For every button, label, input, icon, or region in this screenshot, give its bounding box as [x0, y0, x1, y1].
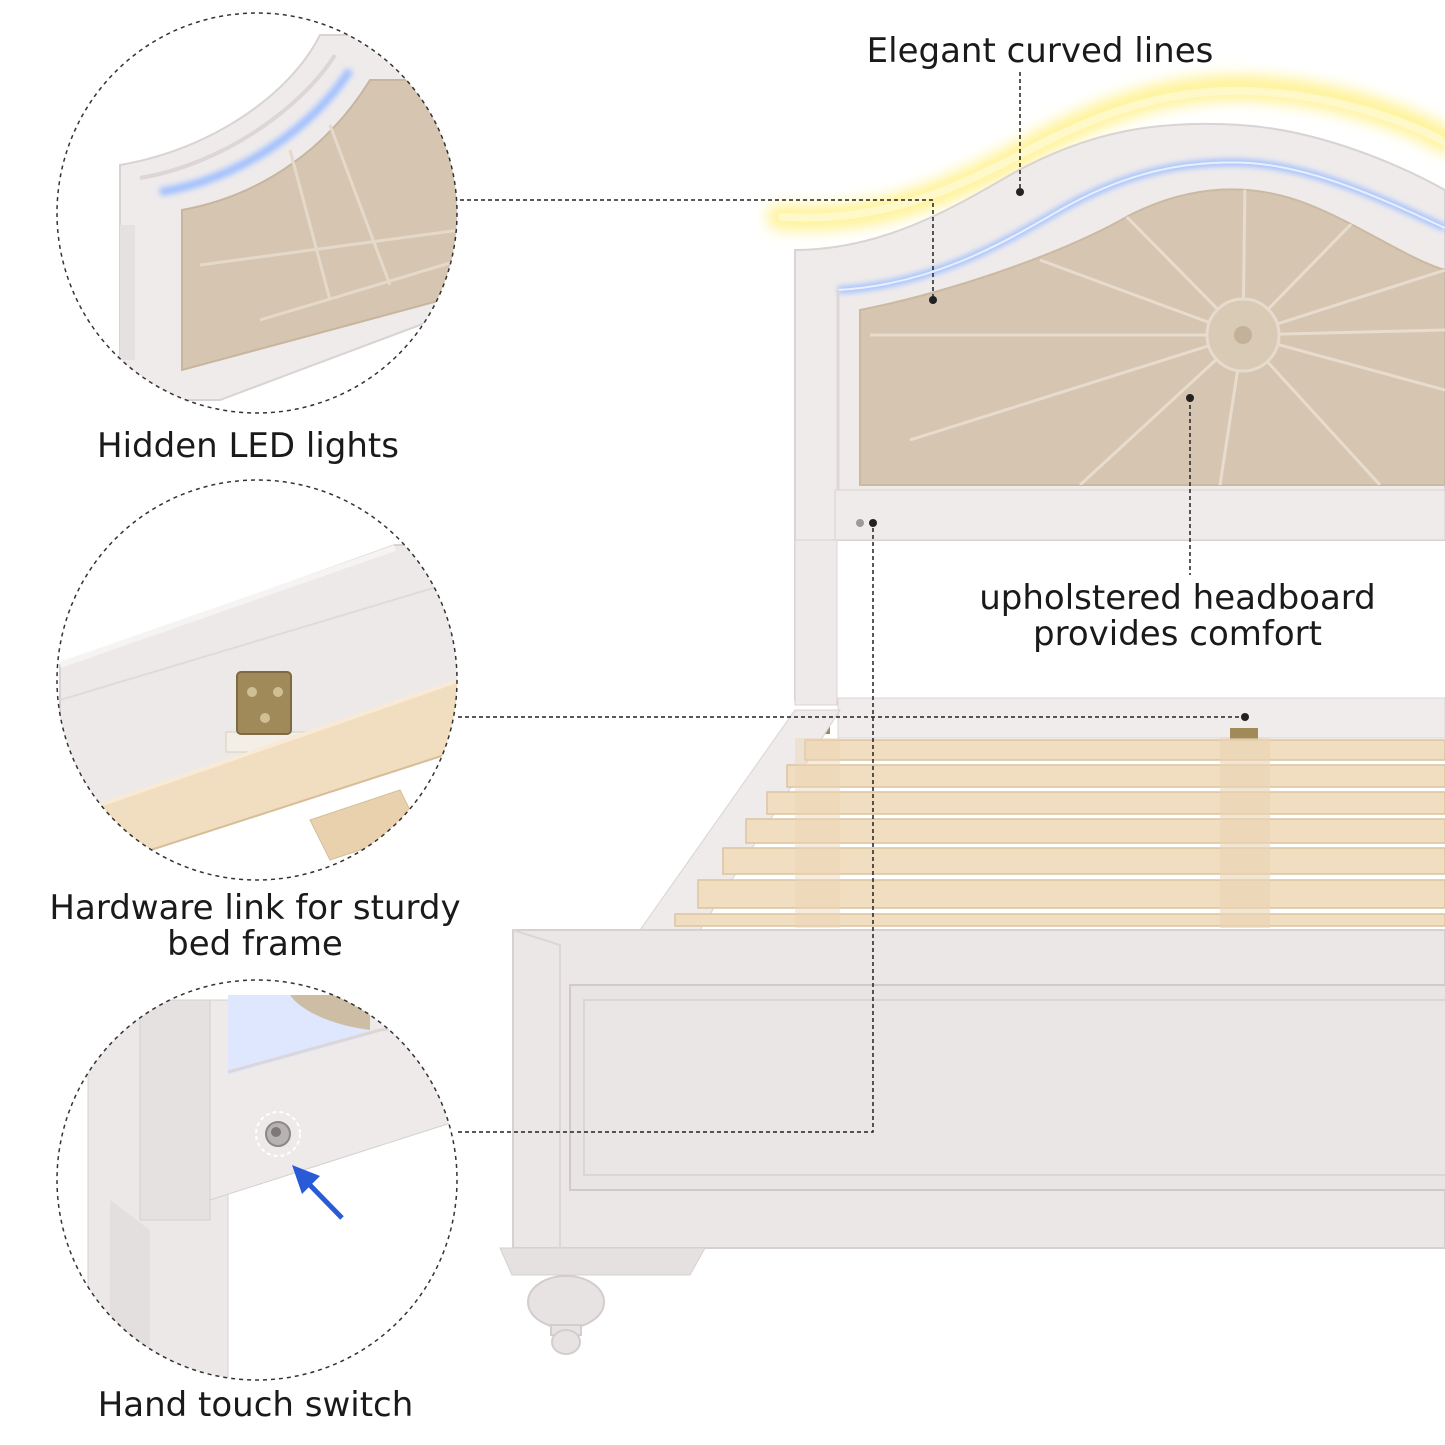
bracket-right: [1230, 728, 1258, 740]
leader-dots: [869, 188, 1249, 721]
label-hardware-line1: Hardware link for sturdy: [49, 888, 461, 928]
slats: [674, 738, 1445, 928]
label-upholstered-line2: provides comfort: [1033, 614, 1322, 654]
leader-led: [460, 199, 934, 300]
label-hand-touch-switch: Hand touch switch: [88, 1387, 423, 1423]
label-upholstered-line1: upholstered headboard: [979, 578, 1376, 618]
callout-circle-switch: [56, 979, 458, 1381]
label-elegant-text: Elegant curved lines: [866, 31, 1214, 71]
label-elegant-curved-lines: Elegant curved lines: [860, 33, 1220, 69]
leader-lines: [458, 72, 1245, 1133]
label-switch-text: Hand touch switch: [97, 1385, 414, 1425]
label-hardware-line2: bed frame: [167, 924, 343, 964]
leader-switch: [458, 523, 874, 1133]
switch-highlight-ring: [255, 1111, 301, 1157]
footboard: [499, 929, 1445, 1355]
touch-switch-dot: [856, 519, 864, 527]
label-upholstered-headboard: upholstered headboard provides comfort: [975, 580, 1380, 652]
callout-circle-hardware: [56, 479, 458, 881]
label-hardware-link: Hardware link for sturdy bed frame: [40, 890, 470, 962]
label-hidden-led: Hidden LED lights: [88, 428, 408, 464]
label-led-text: Hidden LED lights: [97, 426, 399, 466]
arrow-icon: [292, 1165, 344, 1220]
bed-foot: [527, 1275, 605, 1355]
callout-circle-led: [56, 12, 458, 414]
bed-illustration: [499, 74, 1445, 1355]
upholstered-panel: [859, 188, 1445, 486]
